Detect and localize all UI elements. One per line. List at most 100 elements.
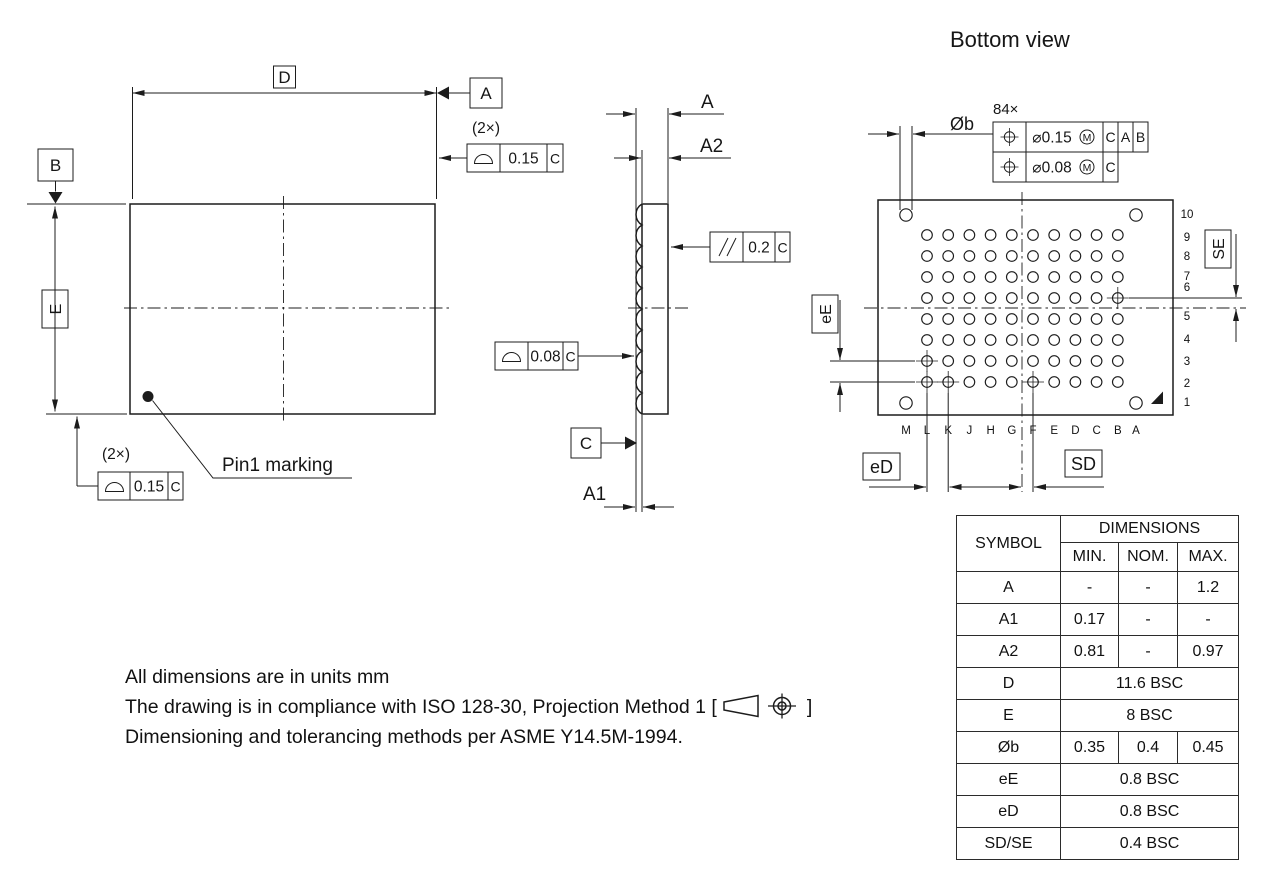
solder-ball — [1090, 355, 1103, 367]
solder-ball — [984, 229, 997, 241]
solder-ball — [1005, 355, 1018, 367]
solder-ball — [1048, 271, 1061, 283]
solder-ball — [1111, 334, 1124, 346]
profile-of-surface-icon — [473, 154, 494, 164]
solder-ball — [1048, 250, 1061, 262]
solder-ball — [1027, 313, 1039, 325]
row-label: 8 — [1184, 251, 1190, 263]
dim-ball-label: Øb — [950, 114, 974, 134]
datum-b-triangle-icon — [48, 192, 63, 204]
solder-ball — [1069, 250, 1082, 262]
solder-ball — [1027, 355, 1039, 367]
row-label: 7 — [1184, 271, 1190, 283]
solder-ball — [942, 313, 955, 325]
fcf-pos1-datum3: B — [1136, 129, 1145, 145]
dim-a2-label: A2 — [700, 136, 723, 157]
solder-ball — [921, 229, 933, 241]
dimension-a2: A2 — [614, 136, 731, 161]
solder-ball — [1090, 376, 1103, 388]
solder-ball — [984, 355, 997, 367]
solder-ball — [1027, 292, 1039, 304]
solder-ball — [963, 271, 976, 283]
solder-ball — [1027, 334, 1039, 346]
column-label: G — [1007, 425, 1016, 437]
solder-ball — [942, 271, 955, 283]
parallelism-icon — [718, 237, 729, 257]
dimension-d: D — [132, 65, 437, 199]
solder-ball — [1069, 313, 1082, 325]
column-label: J — [967, 425, 973, 437]
solder-ball — [1005, 271, 1018, 283]
dimension-sd: SD — [991, 393, 1104, 492]
solder-ball — [963, 229, 976, 241]
solder-ball — [1069, 376, 1082, 388]
bottom-view-title: Bottom view — [950, 27, 1070, 52]
position-symbol-icon — [1000, 158, 1019, 176]
fcf-profile-top: (2×) 0.15 C — [439, 120, 564, 173]
solder-ball — [942, 355, 955, 367]
solder-ball — [1111, 271, 1124, 283]
note-line-2: The drawing is in compliance with ISO 12… — [125, 692, 812, 722]
solder-ball — [984, 271, 997, 283]
row-label: 3 — [1184, 356, 1190, 368]
solder-ball — [1069, 292, 1082, 304]
solder-ball — [1048, 292, 1061, 304]
profile-of-surface-icon — [104, 482, 125, 492]
row-label: 1 — [1184, 397, 1190, 409]
solder-ball — [1005, 334, 1018, 346]
package-body-side-view — [641, 203, 669, 415]
solder-ball — [921, 271, 933, 283]
solder-ball — [984, 250, 997, 262]
solder-ball — [1111, 313, 1124, 325]
table-header-nom: NOM. — [1118, 542, 1178, 572]
datum-c-label: C — [580, 434, 592, 453]
fcf-profile-side: 0.08 C — [494, 341, 634, 371]
solder-ball — [963, 292, 976, 304]
solder-ball — [1005, 292, 1018, 304]
dim-ed-label: eD — [870, 457, 893, 477]
solder-ball — [1048, 229, 1061, 241]
projection-method-icon — [723, 693, 796, 719]
dimension-ball-diameter: Øb — [868, 114, 993, 210]
package-outline-top-view — [129, 203, 436, 415]
solder-ball — [1069, 355, 1082, 367]
fcf-profile-tolerance: 0.08 — [530, 349, 560, 366]
datum-c-triangle-icon — [625, 436, 637, 450]
fcf-bottom-datum: C — [170, 479, 180, 495]
solder-ball — [984, 334, 997, 346]
solder-ball — [963, 376, 976, 388]
solder-ball-profile — [635, 203, 644, 415]
solder-ball — [1090, 271, 1103, 283]
dim-a-label: A — [701, 92, 714, 113]
fcf-top-datum: C — [550, 151, 560, 167]
qty-2x-bottom: (2×) — [102, 446, 130, 463]
solder-ball — [1069, 229, 1082, 241]
dim-ee-label: eE — [818, 304, 835, 324]
column-label: D — [1071, 425, 1079, 437]
solder-ball — [921, 334, 933, 346]
dimension-ed: eD — [862, 393, 994, 492]
corner-ball — [1129, 208, 1143, 222]
mmc-modifier-icon — [1079, 159, 1095, 175]
solder-ball — [1048, 376, 1061, 388]
solder-ball — [1048, 313, 1061, 325]
dimension-ee: eE — [811, 294, 915, 412]
pin1-corner-triangle-icon — [1151, 391, 1163, 404]
pin1-marking: Pin1 marking — [142, 391, 352, 479]
solder-ball — [942, 292, 955, 304]
fcf-profile-bottom: (2×) 0.15 C — [74, 416, 184, 501]
solder-ball — [1090, 250, 1103, 262]
row-label: 4 — [1184, 334, 1191, 346]
table-header-max: MAX. — [1176, 542, 1240, 572]
position-symbol-icon — [1000, 128, 1019, 146]
pin1-label: Pin1 marking — [222, 455, 333, 476]
row-label: 10 — [1181, 209, 1194, 221]
solder-ball — [963, 355, 976, 367]
dimension-e: E — [27, 203, 127, 415]
note-line-1: All dimensions are in units mm — [125, 666, 390, 688]
solder-ball — [1027, 250, 1039, 262]
solder-ball — [1111, 229, 1124, 241]
